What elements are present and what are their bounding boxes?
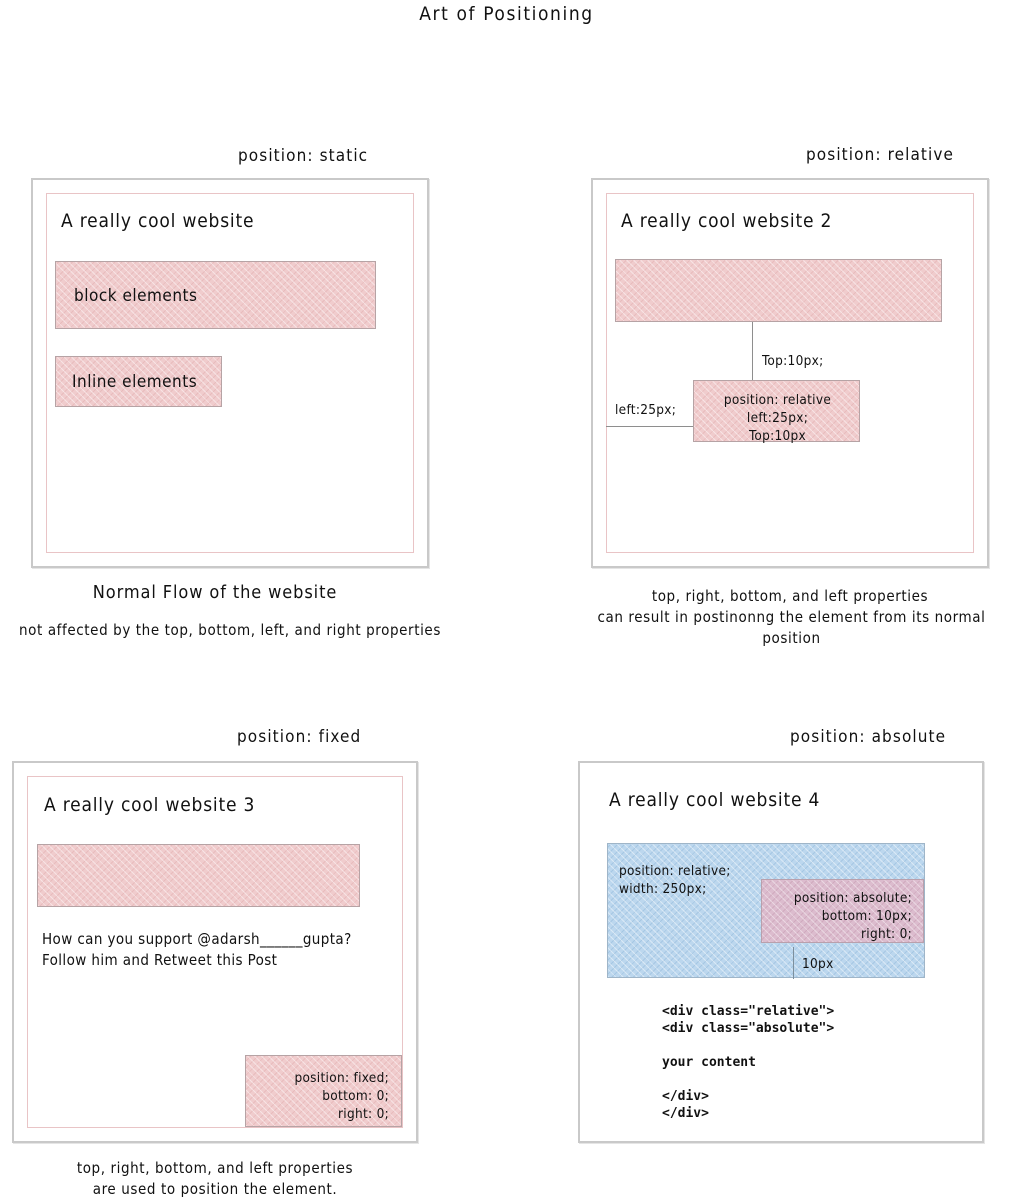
site-title-fixed: A really cool website 3	[44, 794, 256, 816]
support-message: How can you support @adarsh______gupta? …	[42, 930, 352, 969]
absolute-positioned-box: position: absolute; bottom: 10px; right:…	[761, 879, 924, 943]
panel-absolute: A really cool website 4 position: relati…	[578, 761, 984, 1143]
caption-relative-main: top, right, bottom, and left properties	[651, 587, 929, 605]
connector-left-label: left:25px;	[613, 402, 679, 418]
offset-divider-line	[793, 947, 794, 979]
relative-container-text: position: relative; width: 250px;	[619, 863, 731, 897]
site-title-static: A really cool website	[61, 210, 255, 232]
caption-static-sub: not affected by the top, bottom, left, a…	[19, 621, 441, 639]
site-title-relative: A really cool website 2	[621, 210, 833, 232]
connector-left-horizontal	[606, 426, 693, 427]
caption-fixed-main: top, right, bottom, and left properties	[76, 1159, 354, 1177]
caption-relative-sub: can result in postinonng the element fro…	[597, 608, 986, 647]
inline-elements-label: Inline elements	[72, 372, 198, 392]
relative-container-box: position: relative; width: 250px; 10px p…	[607, 843, 925, 979]
fixed-box-text: position: fixed; bottom: 0; right: 0;	[294, 1070, 389, 1122]
caption-static-main: Normal Flow of the website	[92, 582, 338, 603]
absolute-box-text: position: absolute; bottom: 10px; right:…	[793, 890, 912, 942]
caption-fixed-sub: are used to position the element.	[92, 1180, 338, 1198]
block-elements-label: block elements	[74, 286, 198, 306]
panel-fixed: A really cool website 3 How can you supp…	[12, 761, 418, 1143]
inline-elements-box: Inline elements	[55, 356, 222, 407]
panel-static: A really cool website block elements Inl…	[31, 178, 429, 568]
normal-flow-bar	[615, 259, 942, 322]
panel-static-viewport	[46, 193, 414, 553]
offset-label: 10px	[802, 956, 834, 972]
connector-top-vertical	[752, 322, 753, 406]
html-code-sample: <div class="relative"> <div class="absol…	[662, 1004, 835, 1121]
fixed-hero-bar	[37, 844, 360, 907]
fixed-positioned-box: position: fixed; bottom: 0; right: 0;	[245, 1055, 402, 1127]
panel-relative-viewport	[606, 193, 974, 553]
section-label-static: position: static	[238, 146, 369, 166]
block-elements-box: block elements	[55, 261, 376, 329]
site-title-absolute: A really cool website 4	[609, 789, 821, 811]
section-label-absolute: position: absolute	[790, 727, 947, 747]
connector-top-label: Top:10px;	[760, 353, 826, 369]
relative-positioned-box: position: relative left:25px; Top:10px	[693, 380, 860, 444]
panel-relative: A really cool website 2 Top:10px; left:2…	[591, 178, 989, 568]
page-title: Art of Positioning	[419, 3, 594, 25]
relative-box-text: position: relative left:25px; Top:10px	[723, 392, 832, 444]
section-label-fixed: position: fixed	[237, 727, 362, 747]
section-label-relative: position: relative	[806, 145, 955, 165]
panel-fixed-viewport: A really cool website 3 How can you supp…	[27, 776, 403, 1128]
